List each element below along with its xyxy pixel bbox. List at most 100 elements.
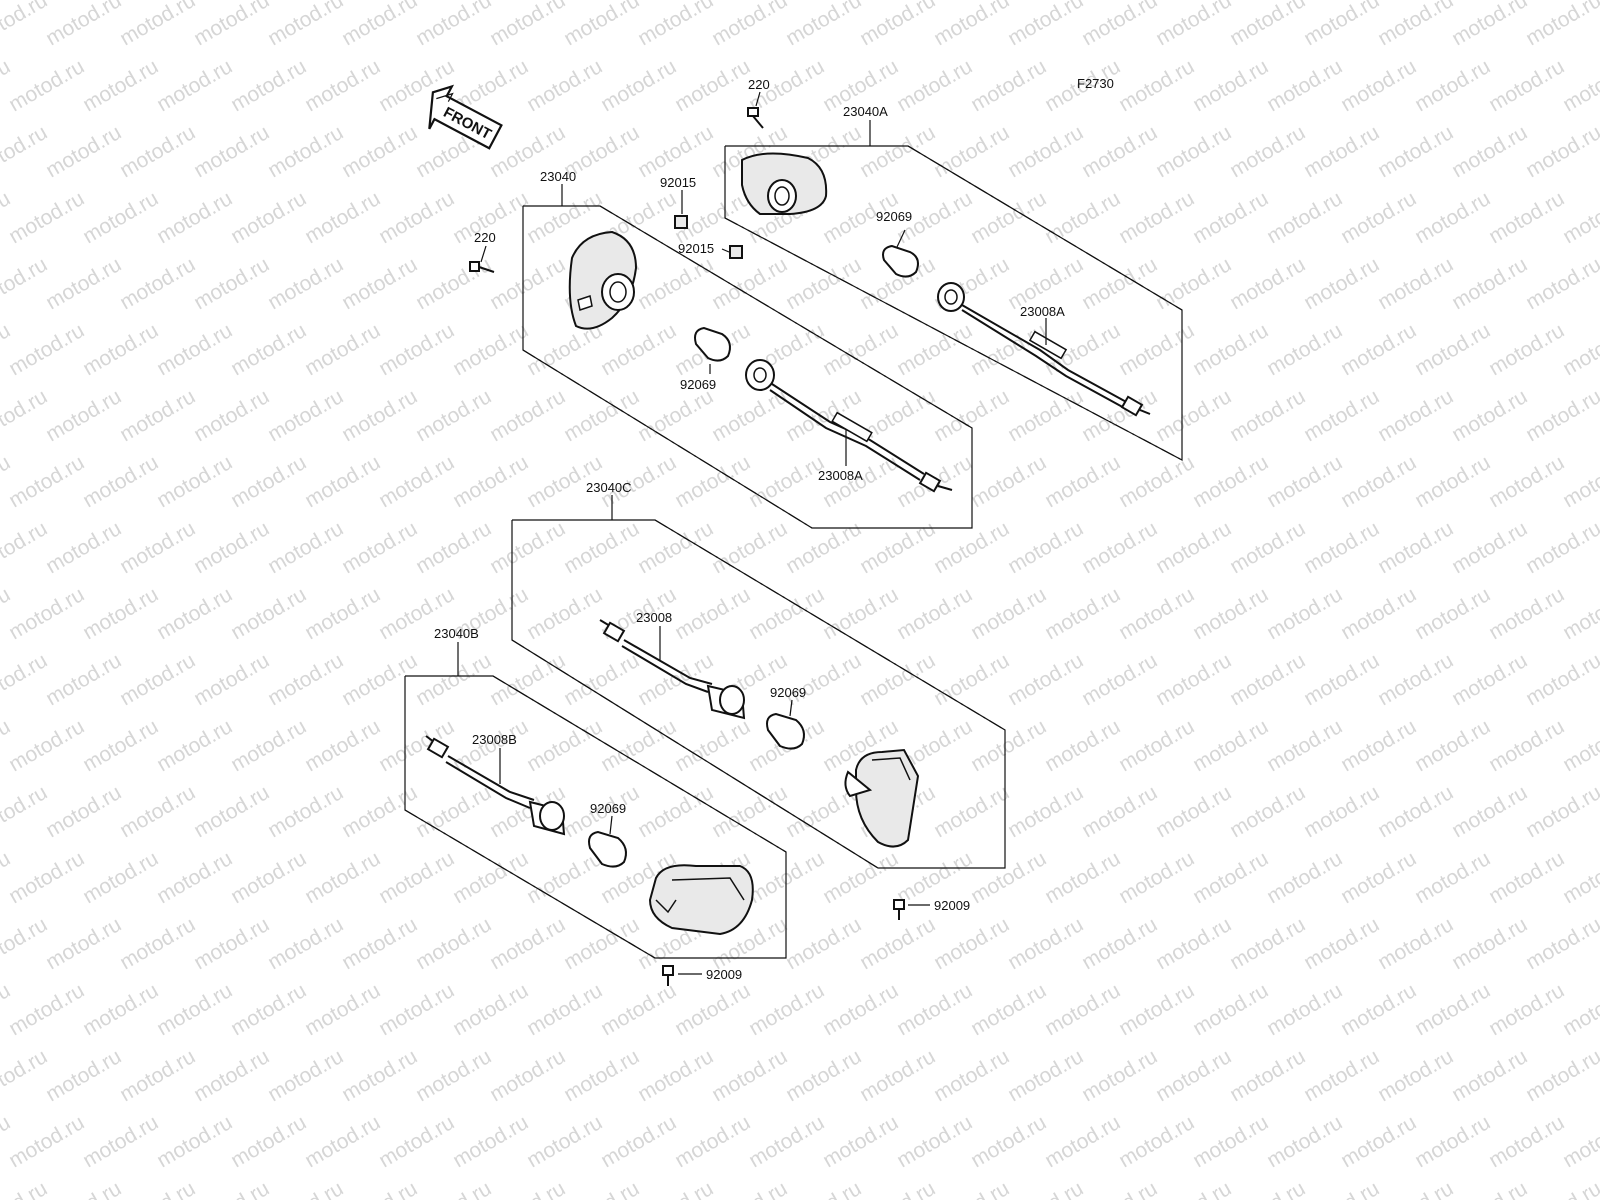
watermark-text: motod.ru	[1226, 1177, 1309, 1200]
watermark-text: motod.ru	[1374, 121, 1457, 182]
watermark-text: motod.ru	[1041, 979, 1124, 1040]
watermark-text: motod.ru	[671, 583, 754, 644]
watermark-text: motod.ru	[1078, 781, 1161, 842]
watermark-text: motod.ru	[412, 913, 495, 974]
watermark-text: motod.ru	[153, 583, 236, 644]
turn-signal-lens-23040B	[648, 864, 754, 936]
watermark-text: motod.ru	[338, 1177, 421, 1200]
watermark-text: motod.ru	[486, 1177, 569, 1200]
watermark-text: motod.ru	[375, 979, 458, 1040]
watermark-text: motod.ru	[449, 319, 532, 380]
watermark-text: motod.ru	[671, 55, 754, 116]
watermark-text: motod.ru	[819, 583, 902, 644]
watermark-text: motod.ru	[42, 1177, 125, 1200]
watermark-text: motod.ru	[153, 979, 236, 1040]
watermark-text: motod.ru	[1559, 847, 1600, 908]
watermark-text: motod.ru	[1152, 1177, 1235, 1200]
watermark-text: motod.ru	[671, 451, 754, 512]
watermark-text: motod.ru	[486, 1045, 569, 1106]
watermark-text: motod.ru	[227, 583, 310, 644]
watermark-text: motod.ru	[967, 979, 1050, 1040]
watermark-text: motod.ru	[116, 1045, 199, 1106]
watermark-text: motod.ru	[1448, 913, 1531, 974]
label-92015-b: 92015	[678, 241, 714, 256]
watermark-text: motod.ru	[708, 253, 791, 314]
watermark-text: motod.ru	[1374, 0, 1457, 50]
watermark-text: motod.ru	[1115, 1111, 1198, 1172]
watermark-text: motod.ru	[1041, 715, 1124, 776]
watermark-text: motod.ru	[1152, 649, 1235, 710]
watermark-text: motod.ru	[116, 385, 199, 446]
watermark-text: motod.ru	[634, 1177, 717, 1200]
watermark-text: motod.ru	[1041, 847, 1124, 908]
watermark-text: motod.ru	[301, 451, 384, 512]
watermark-text: motod.ru	[1522, 121, 1600, 182]
watermark-text: motod.ru	[5, 1111, 88, 1172]
watermark-text: motod.ru	[1152, 517, 1235, 578]
watermark-text: motod.ru	[153, 847, 236, 908]
watermark-text: motod.ru	[412, 385, 495, 446]
watermark-text: motod.ru	[856, 121, 939, 182]
watermark-text: motod.ru	[893, 1111, 976, 1172]
watermark-text: motod.ru	[338, 385, 421, 446]
watermark-text: motod.ru	[856, 1177, 939, 1200]
watermark-text: motod.ru	[1485, 847, 1568, 908]
watermark-text: motod.ru	[42, 781, 125, 842]
watermark-text: motod.ru	[560, 0, 643, 50]
watermark-text: motod.ru	[190, 0, 273, 50]
watermark-text: motod.ru	[1189, 451, 1272, 512]
watermark-text: motod.ru	[5, 979, 88, 1040]
watermark-text: motod.ru	[0, 781, 51, 842]
watermark-text: motod.ru	[560, 517, 643, 578]
watermark-text: motod.ru	[708, 517, 791, 578]
watermark-text: motod.ru	[523, 979, 606, 1040]
watermark-text: motod.ru	[190, 649, 273, 710]
watermark-text: motod.ru	[634, 1045, 717, 1106]
watermark-text: motod.ru	[5, 187, 88, 248]
screw-92009-bottom: 92009	[662, 965, 742, 986]
watermark-text: motod.ru	[1411, 583, 1494, 644]
watermark-text: motod.ru	[782, 1177, 865, 1200]
watermark-text: motod.ru	[1448, 121, 1531, 182]
watermark-text: motod.ru	[1300, 1045, 1383, 1106]
watermark-text: motod.ru	[893, 55, 976, 116]
watermark-text: motod.ru	[375, 319, 458, 380]
watermark-text: motod.ru	[745, 451, 828, 512]
watermark-text: motod.ru	[782, 385, 865, 446]
screw-220-upper: 220	[747, 77, 770, 129]
watermark-text: motod.ru	[671, 715, 754, 776]
watermark-text: motod.ru	[486, 0, 569, 50]
watermark-text: motod.ru	[1485, 187, 1568, 248]
watermark-text: motod.ru	[1300, 649, 1383, 710]
watermark-text: motod.ru	[1374, 649, 1457, 710]
watermark-text: motod.ru	[893, 319, 976, 380]
watermark-text: motod.ru	[930, 0, 1013, 50]
watermark-text: motod.ru	[634, 121, 717, 182]
watermark-text: motod.ru	[708, 385, 791, 446]
screw-220-left: 220	[469, 230, 496, 273]
watermark-text: motod.ru	[301, 583, 384, 644]
watermark-text: motod.ru	[634, 517, 717, 578]
watermark-text: motod.ru	[523, 55, 606, 116]
watermark-text: motod.ru	[5, 55, 88, 116]
watermark-text: motod.ru	[42, 517, 125, 578]
watermark-text: motod.ru	[79, 319, 162, 380]
watermark-text: motod.ru	[1411, 715, 1494, 776]
watermark-text: motod.ru	[1559, 187, 1600, 248]
watermark-text: motod.ru	[1152, 0, 1235, 50]
watermark-text: motod.ru	[301, 847, 384, 908]
watermark-text: motod.ru	[227, 847, 310, 908]
watermark-text: motod.ru	[523, 847, 606, 908]
watermark-text: motod.ru	[1078, 1045, 1161, 1106]
watermark-text: motod.ru	[1411, 451, 1494, 512]
watermark-text: motod.ru	[1152, 1045, 1235, 1106]
watermark-text: motod.ru	[1374, 913, 1457, 974]
watermark-text: motod.ru	[1263, 847, 1346, 908]
watermark-text: motod.ru	[79, 583, 162, 644]
watermark-text: motod.ru	[1522, 1045, 1600, 1106]
watermark-text: motod.ru	[782, 253, 865, 314]
watermark-text: motod.ru	[1078, 385, 1161, 446]
label-92009-right: 92009	[934, 898, 970, 913]
watermark-text: motod.ru	[153, 319, 236, 380]
watermark-text: motod.ru	[227, 55, 310, 116]
